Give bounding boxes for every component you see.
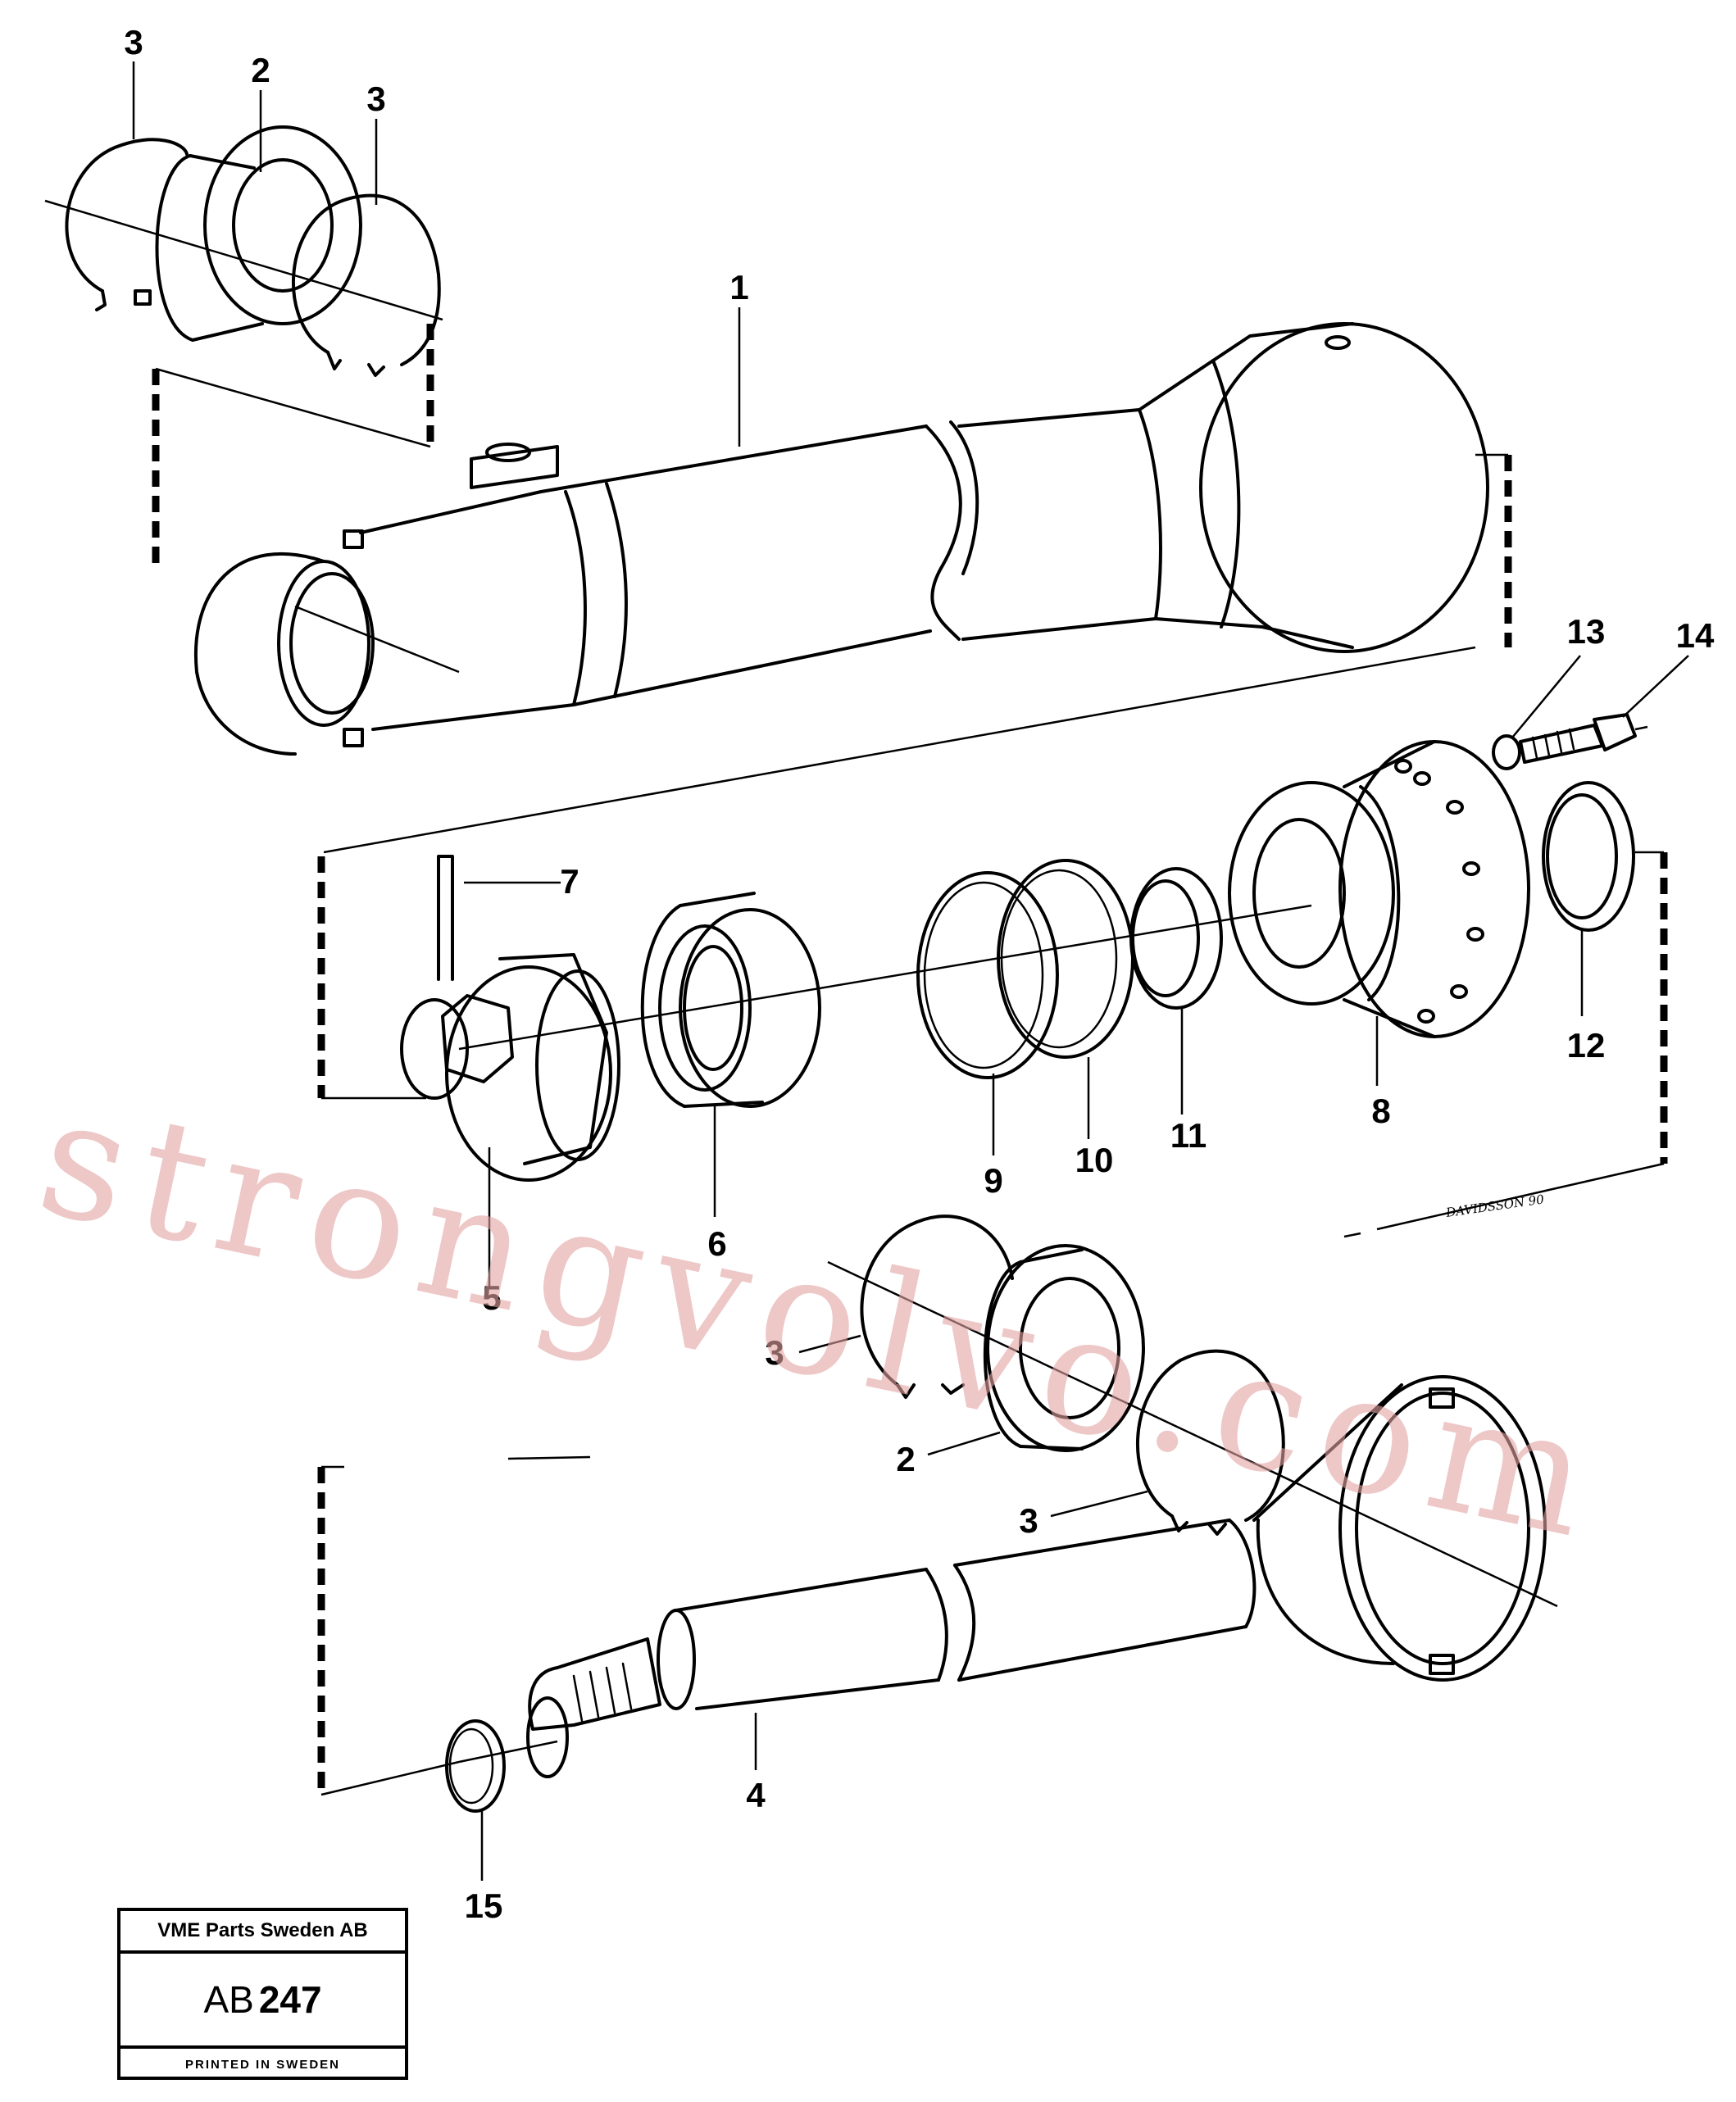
piston-head-row (317, 713, 1668, 1238)
stamp-number: 247 (258, 1978, 322, 2021)
callout-8: 8 (1371, 1092, 1390, 1130)
callout-2-mid: 2 (896, 1440, 915, 1478)
callout-10: 10 (1075, 1141, 1114, 1179)
callout-14: 14 (1676, 616, 1715, 655)
callout-3-top-right: 3 (366, 79, 385, 118)
callout-1: 1 (729, 268, 748, 306)
callout-5: 5 (482, 1278, 501, 1317)
leader-lines (132, 61, 1689, 1881)
callout-12: 12 (1567, 1026, 1606, 1065)
callout-3-top-left: 3 (124, 23, 143, 61)
cylinder-barrel (152, 322, 1512, 756)
title-block-stamp: VME Parts Sweden AB AB 247 PRINTED IN SW… (117, 1908, 408, 2080)
callout-13: 13 (1567, 612, 1606, 651)
stamp-prefix: AB (203, 1978, 254, 2021)
callout-11: 11 (1170, 1116, 1207, 1155)
stamp-drawing-number: AB 247 (120, 1954, 405, 2049)
stamp-footer: PRINTED IN SWEDEN (184, 2057, 340, 2072)
lower-bearing-assembly (827, 1214, 1558, 1608)
drafter-signature: DAVIDSSON 90 (1444, 1192, 1545, 1220)
piston-rod (317, 1375, 1547, 1813)
top-bearing-assembly (44, 125, 443, 377)
callout-7: 7 (560, 862, 579, 901)
callout-3-mid-lower: 3 (1019, 1501, 1038, 1540)
callout-2-top: 2 (251, 51, 270, 89)
callout-3-mid-upper: 3 (765, 1333, 784, 1372)
callout-labels: 3 2 3 1 13 14 7 12 8 11 10 9 6 5 3 2 3 4… (124, 23, 1715, 1925)
callout-15: 15 (465, 1886, 503, 1925)
callout-9: 9 (984, 1161, 1002, 1200)
watermark-text: strongvolvo.com (25, 1060, 1619, 1578)
callout-6: 6 (707, 1224, 726, 1263)
stamp-company: VME Parts Sweden AB (120, 1911, 405, 1954)
callout-4: 4 (746, 1776, 766, 1814)
